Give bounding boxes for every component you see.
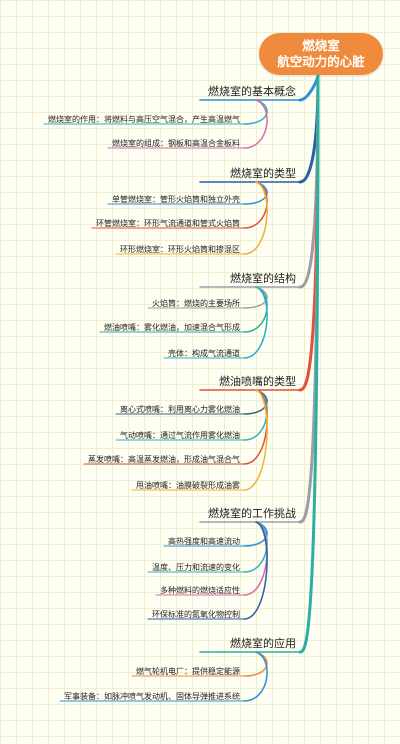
leaf-nox-control[interactable]: 环保标准的氮氧化物控制 [152,610,240,619]
leaf-connector [243,521,268,620]
root-node[interactable]: 燃烧室 航空动力的心脏 [259,33,383,75]
leaf-function[interactable]: 燃烧室的作用：将燃料与高压空气混合，产生高温燃气 [48,115,240,124]
leaf-air-blast-nozzle[interactable]: 气动喷嘴：通过气流作用雾化燃油 [120,431,240,440]
leaf-military[interactable]: 军事装备：如脉冲喷气发动机、固体导弹推进系统 [64,692,240,701]
leaf-connector [243,651,268,677]
leaf-power-plant[interactable]: 燃气轮机电厂：提供稳定能源 [136,667,240,676]
category-nozzle-types[interactable]: 燃油喷嘴的类型 [219,375,296,388]
leaf-centrifugal-nozzle[interactable]: 离心式喷嘴：利用离心力雾化燃油 [120,405,240,414]
leaf-connector [243,286,268,309]
leaf-fuel-nozzle[interactable]: 燃油喷嘴：雾化燃油，加速混合气形成 [104,323,240,332]
leaf-can-annular[interactable]: 环管燃烧室：环形气流通道和管式火焰筒 [96,219,240,228]
leaf-fuel-adaptability[interactable]: 多种燃料的燃烧适应性 [160,586,240,595]
root-subtitle: 航空动力的心脏 [277,54,365,69]
leaf-connector [243,286,268,359]
branch-connector [298,73,320,102]
leaf-flame-tube[interactable]: 火焰筒：燃烧的主要场所 [152,299,240,308]
leaf-connector [243,181,268,255]
leaf-slinger-nozzle[interactable]: 甩油喷嘴：油膜破裂形成油雾 [136,481,240,490]
category-applications[interactable]: 燃烧室的应用 [230,637,296,650]
leaf-connector [243,99,268,149]
leaf-heat-intensity[interactable]: 高热强度和高速流动 [168,537,240,546]
leaf-annular[interactable]: 环形燃烧室：环形火焰筒和掺混区 [120,245,240,254]
category-challenges[interactable]: 燃烧室的工作挑战 [208,507,296,520]
leaf-single-tube[interactable]: 单管燃烧室：管形火焰筒和独立外壳 [112,195,240,204]
leaf-connector [243,99,268,125]
leaf-composition[interactable]: 燃烧室的组成：钢板和高温合金板料 [112,139,240,148]
branch-connector [298,73,320,654]
root-title: 燃烧室 [302,38,340,53]
category-basic-concept[interactable]: 燃烧室的基本概念 [208,85,296,98]
leaf-casing[interactable]: 壳体：构成气流通道 [168,349,240,358]
leaf-connector [243,389,268,491]
branch-connector [298,73,320,184]
leaf-variations[interactable]: 温度、压力和流速的变化 [152,563,240,572]
leaf-connector [243,651,268,702]
category-types[interactable]: 燃烧室的类型 [230,167,296,180]
leaf-connector [243,181,268,205]
leaf-vaporizing-nozzle[interactable]: 蒸发喷嘴：高温蒸发燃油，形成油气混合气 [88,455,240,464]
category-structure[interactable]: 燃烧室的结构 [230,272,296,285]
